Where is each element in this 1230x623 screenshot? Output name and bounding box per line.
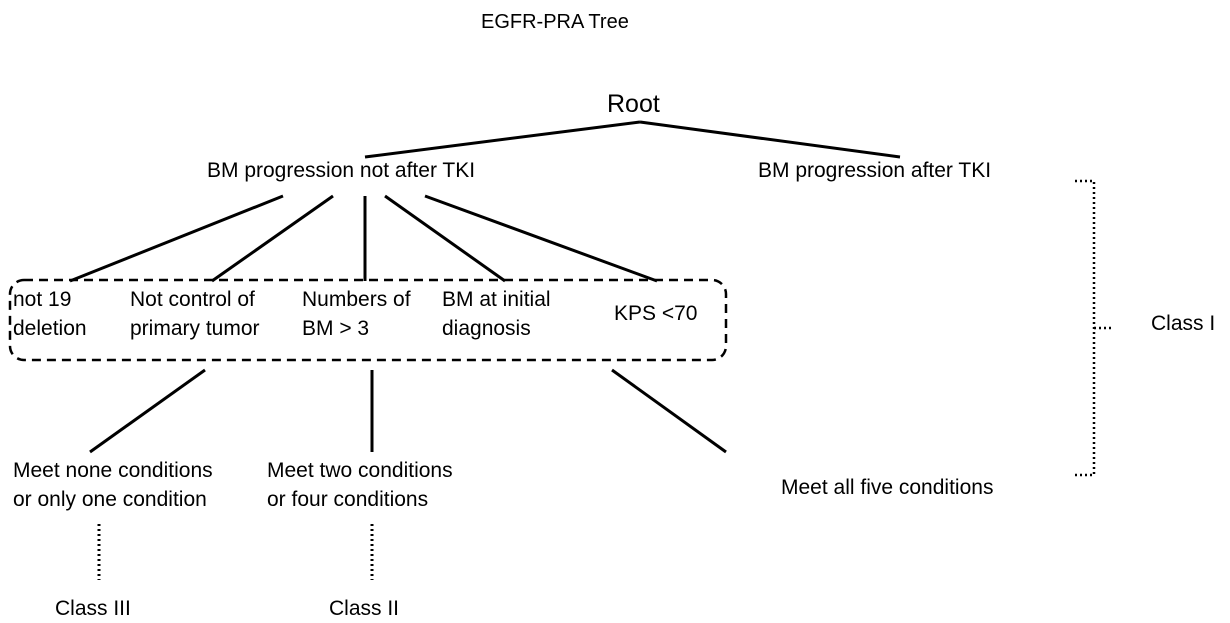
edge-box-outcome-few — [89, 368, 206, 454]
outcome-all-five: Meet all five conditions — [781, 476, 994, 499]
edge-branch-cond1 — [69, 194, 284, 283]
condition-not-control-primary-tumor: Not control of primary tumor — [130, 288, 260, 340]
edge-branch-cond5 — [424, 194, 658, 283]
diagram-title: EGFR-PRA Tree — [481, 11, 629, 33]
edge-box-outcome-all — [611, 368, 727, 454]
dotted-bracket-class-i — [1075, 179, 1113, 477]
branch-right-node: BM progression after TKI — [758, 159, 992, 182]
condition-numbers-of-bm: Numbers of BM > 3 — [302, 288, 411, 340]
root-node: Root — [607, 90, 660, 118]
class-ii-label: Class II — [329, 597, 400, 620]
edge-root-right — [639, 120, 901, 159]
outcome-two-or-four: Meet two conditions or four conditions — [267, 459, 453, 511]
edge-branch-cond4 — [384, 194, 506, 283]
condition-bm-initial-diagnosis: BM at initial diagnosis — [442, 288, 551, 340]
edge-branch-cond2 — [211, 194, 334, 283]
branch-left-node: BM progression not after TKI — [207, 159, 476, 182]
edge-root-left — [364, 120, 641, 159]
class-iii-label: Class III — [55, 597, 131, 620]
class-i-label: Class I — [1151, 312, 1216, 335]
condition-not-19-deletion: not 19 deletion — [13, 288, 87, 340]
condition-kps: KPS <70 — [614, 302, 698, 325]
outcome-none-or-one: Meet none conditions or only one conditi… — [13, 459, 213, 511]
conditions-box — [8, 278, 728, 362]
